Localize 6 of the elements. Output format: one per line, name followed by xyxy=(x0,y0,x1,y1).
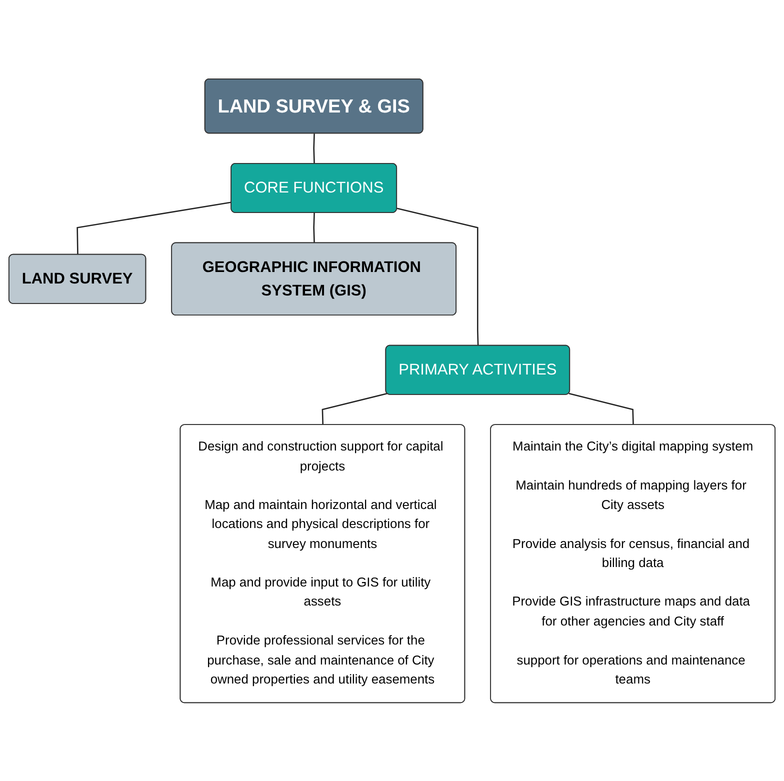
connector xyxy=(396,208,479,346)
connector xyxy=(76,201,232,254)
connector xyxy=(322,392,388,425)
connector xyxy=(568,392,634,425)
connector xyxy=(313,133,315,164)
connector xyxy=(313,212,315,243)
